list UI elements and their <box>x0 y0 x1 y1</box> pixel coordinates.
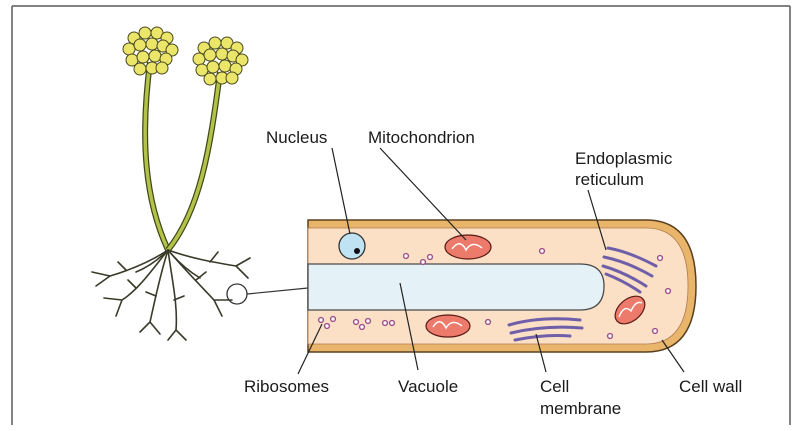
magnified-region-pointer <box>247 288 308 294</box>
label-ribosomes: Ribosomes <box>244 377 329 396</box>
nucleus <box>339 233 365 259</box>
plant-stems <box>145 62 220 250</box>
label-membrane-line1: Cell <box>540 377 569 396</box>
label-vacuole: Vacuole <box>398 377 458 396</box>
label-mitochondrion: Mitochondrion <box>368 128 475 147</box>
magnified-region-marker <box>227 284 247 304</box>
sporangium-right <box>193 37 248 85</box>
label-membrane-line2: membrane <box>540 399 621 418</box>
vacuole <box>308 264 604 310</box>
figure-frame <box>12 6 790 425</box>
plant-illustration <box>92 27 308 340</box>
root-hair-cell <box>308 220 696 352</box>
plant-roots <box>92 250 250 340</box>
label-nucleus: Nucleus <box>266 128 327 147</box>
sporangium-left <box>123 27 178 75</box>
label-er-line1: Endoplasmic <box>575 149 673 168</box>
label-er-line2: reticulum <box>575 170 644 189</box>
label-cell-wall: Cell wall <box>679 377 742 396</box>
